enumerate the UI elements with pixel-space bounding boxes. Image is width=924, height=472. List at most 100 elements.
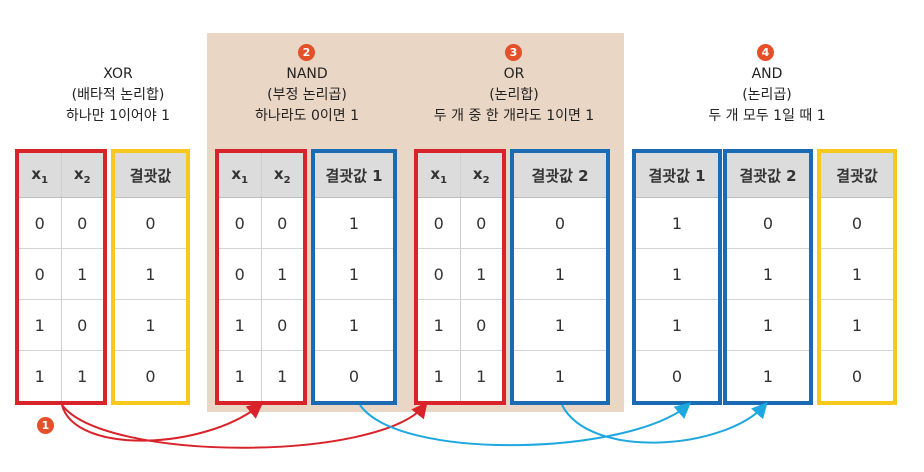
x2-cell: 1 (459, 350, 504, 403)
x2-header: x2 (60, 151, 105, 198)
x1-header: x1 (416, 151, 460, 198)
table-row: 1 (634, 197, 720, 249)
result-cell: 1 (554, 366, 566, 386)
nand-name: NAND (286, 66, 328, 82)
x1-cell: 0 (217, 248, 261, 300)
result-cell: 1 (512, 299, 608, 351)
table-row: 1 (725, 299, 811, 351)
result-cell: 1 (113, 299, 188, 351)
header-row: 결괏값 2 (512, 151, 608, 198)
table-row: 0 (634, 351, 720, 404)
x2-header: x2 (459, 151, 504, 198)
result-cell: 1 (634, 299, 720, 351)
and-description: 두 개 모두 1일 때 1 (708, 108, 826, 124)
table-row: 0 (819, 197, 895, 249)
arrow-xor-to-nand (61, 402, 264, 442)
table-row: 1 (634, 248, 720, 300)
x2-cell: 0 (459, 299, 504, 351)
result-cell: 1 (313, 299, 395, 351)
table-row: 0 (113, 351, 188, 404)
result-2-header: 결괏값 2 (512, 151, 608, 198)
header-row: 결괏값 (113, 151, 188, 198)
x2-header: x2 (260, 151, 305, 198)
table-row: 1 (113, 299, 188, 351)
result-header: 결괏값 (819, 151, 895, 198)
arrow-nand-to-and (359, 402, 692, 447)
result-cell: 1 (313, 197, 395, 249)
table-row: 0 (725, 197, 811, 249)
or-name: OR (503, 66, 525, 82)
result-cell: 1 (762, 366, 774, 386)
header-row: 결괏값 1 (634, 151, 720, 198)
nand-korean-name: (부정 논리곱) (267, 87, 347, 103)
result-header: 결괏값 (113, 151, 188, 198)
result-cell: 1 (113, 248, 188, 300)
result-1-header: 결괏값 1 (313, 151, 395, 198)
result-cell: 1 (819, 299, 895, 351)
x1-cell: 0 (416, 197, 460, 249)
x1-cell: 1 (234, 366, 245, 386)
result-1-header: 결괏값 1 (634, 151, 720, 198)
table-row: 1 (725, 351, 811, 404)
result-cell: 1 (313, 248, 395, 300)
x2-cell: 1 (60, 248, 105, 300)
x2-cell: 1 (459, 248, 504, 300)
x1-header: x1 (17, 151, 61, 198)
xor-korean-name: (배타적 논리합) (71, 87, 165, 103)
result-cell: 0 (671, 366, 683, 386)
table-row: 1 (113, 248, 188, 300)
xor-name: XOR (103, 66, 133, 82)
nand-result-table: 결괏값 1 1 1 1 0 (311, 149, 397, 405)
table-row: 0 (512, 197, 608, 249)
result-cell: 0 (819, 197, 895, 249)
table-row: 0 (313, 351, 395, 404)
result-cell: 1 (725, 248, 811, 300)
x1-cell: 1 (433, 366, 444, 386)
and-title: AND (논리곱) 두 개 모두 1일 때 1 (672, 64, 862, 127)
or-title: OR (논리합) 두 개 중 한 개라도 1이면 1 (405, 64, 623, 127)
x1-cell: 1 (17, 299, 61, 351)
and-input-result-1-table: 결괏값 1 1 1 1 0 (632, 149, 722, 405)
or-korean-name: (논리합) (489, 87, 539, 103)
table-row: 1 (313, 197, 395, 249)
result-cell: 0 (145, 366, 156, 386)
result-cell: 0 (512, 197, 608, 249)
and-input-result-2-table: 결괏값 2 0 1 1 1 (723, 149, 813, 405)
result-cell: 1 (512, 248, 608, 300)
table-row: 1 (725, 248, 811, 300)
x2-cell: 1 (260, 350, 305, 403)
x1-cell: 0 (416, 248, 460, 300)
arrow-or-to-and (561, 402, 768, 444)
table-row: 1 (819, 248, 895, 300)
x1-cell: 0 (17, 248, 61, 300)
xor-title: XOR (배타적 논리합) 하나만 1이어야 1 (28, 64, 208, 127)
header-row: x1 x2 (217, 151, 305, 198)
table-row: 1 (313, 299, 395, 351)
result-cell: 0 (113, 197, 188, 249)
result-cell: 0 (348, 366, 360, 386)
header-row: x1 x2 (17, 151, 105, 198)
x2-cell: 0 (260, 197, 305, 249)
table-row: 1 (313, 248, 395, 300)
nand-title: NAND (부정 논리곱) 하나라도 0이면 1 (212, 64, 402, 127)
arrow-xor-to-or (61, 401, 428, 449)
x2-cell: 1 (260, 248, 305, 300)
x2-cell: 0 (459, 197, 504, 249)
x2-cell: 0 (260, 299, 305, 351)
x1-header: x1 (217, 151, 261, 198)
header-row: 결괏값 (819, 151, 895, 198)
table-row: 1 (512, 299, 608, 351)
and-result-table: 결괏값 0 1 1 0 (817, 149, 897, 405)
header-row: x1 x2 (416, 151, 504, 198)
table-row: 1 (512, 351, 608, 404)
table-row: 0 (819, 351, 895, 404)
